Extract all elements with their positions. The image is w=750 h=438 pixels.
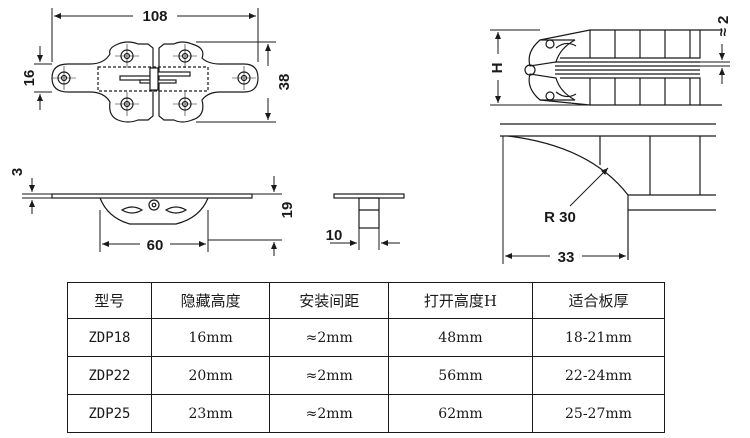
cell-model: ZDP22 (67, 356, 152, 395)
cell-model: ZDP18 (67, 318, 152, 357)
header-board-thickness: 适合板厚 (531, 282, 666, 319)
label-60: 60 (147, 237, 164, 254)
spec-table: 型号 隐藏高度 安装间距 打开高度H 适合板厚 ZDP18 16mm ≈2mm … (67, 282, 666, 433)
cell-open-height: 62mm (387, 394, 533, 433)
hinge-radius-view (500, 123, 716, 260)
cell-board-thickness: 25-27mm (531, 394, 666, 433)
header-install-gap: 安装间距 (269, 282, 389, 319)
cell-install-gap: ≈2mm (269, 318, 389, 357)
label-10: 10 (326, 227, 343, 244)
label-19: 19 (279, 202, 296, 219)
cell-install-gap: ≈2mm (269, 394, 389, 433)
dimension-33 (502, 136, 626, 264)
label-108: 108 (142, 8, 167, 25)
header-model: 型号 (67, 282, 152, 319)
table-row: ZDP18 16mm ≈2mm 48mm 18-21mm (67, 318, 666, 357)
label-gap-2: ≈ 2 (715, 16, 732, 37)
cell-hidden-height: 20mm (150, 356, 271, 395)
dimension-16 (34, 46, 52, 110)
dimension-gap-2 (700, 44, 730, 84)
cell-board-thickness: 18-21mm (531, 318, 666, 357)
hinge-side-view (51, 193, 253, 225)
table-row: ZDP25 23mm ≈2mm 62mm 25-27mm (67, 394, 666, 433)
hinge-end-view (333, 193, 405, 229)
dimension-10 (330, 228, 400, 250)
header-open-height: 打开高度H (387, 282, 533, 319)
dimension-108 (51, 8, 259, 62)
radius-leader (569, 167, 609, 207)
table-row: ZDP22 20mm ≈2mm 56mm 22-24mm (67, 356, 666, 395)
label-H: H (489, 63, 506, 74)
dimension-19 (208, 176, 282, 256)
cell-open-height: 56mm (387, 356, 533, 395)
cell-board-thickness: 22-24mm (531, 356, 666, 395)
hinge-technical-drawing: 108 16 38 3 19 (9, 8, 732, 266)
cell-open-height: 48mm (387, 318, 533, 357)
dimension-60 (99, 210, 209, 252)
cell-hidden-height: 23mm (150, 394, 271, 433)
label-38: 38 (276, 74, 293, 91)
cell-install-gap: ≈2mm (269, 356, 389, 395)
dimension-38 (196, 41, 276, 123)
label-16: 16 (21, 70, 38, 87)
dimension-H (490, 29, 590, 106)
hinge-top-view (51, 41, 259, 123)
label-33: 33 (558, 249, 575, 266)
header-hidden-height: 隐藏高度 (150, 282, 271, 319)
hinge-open-view (524, 29, 722, 106)
spec-table-header-row: 型号 隐藏高度 安装间距 打开高度H 适合板厚 (67, 282, 666, 319)
cell-model: ZDP25 (67, 394, 152, 433)
label-3: 3 (9, 168, 26, 176)
label-R30: R 30 (544, 209, 576, 226)
dimension-3 (22, 178, 52, 214)
cell-hidden-height: 16mm (150, 318, 271, 357)
